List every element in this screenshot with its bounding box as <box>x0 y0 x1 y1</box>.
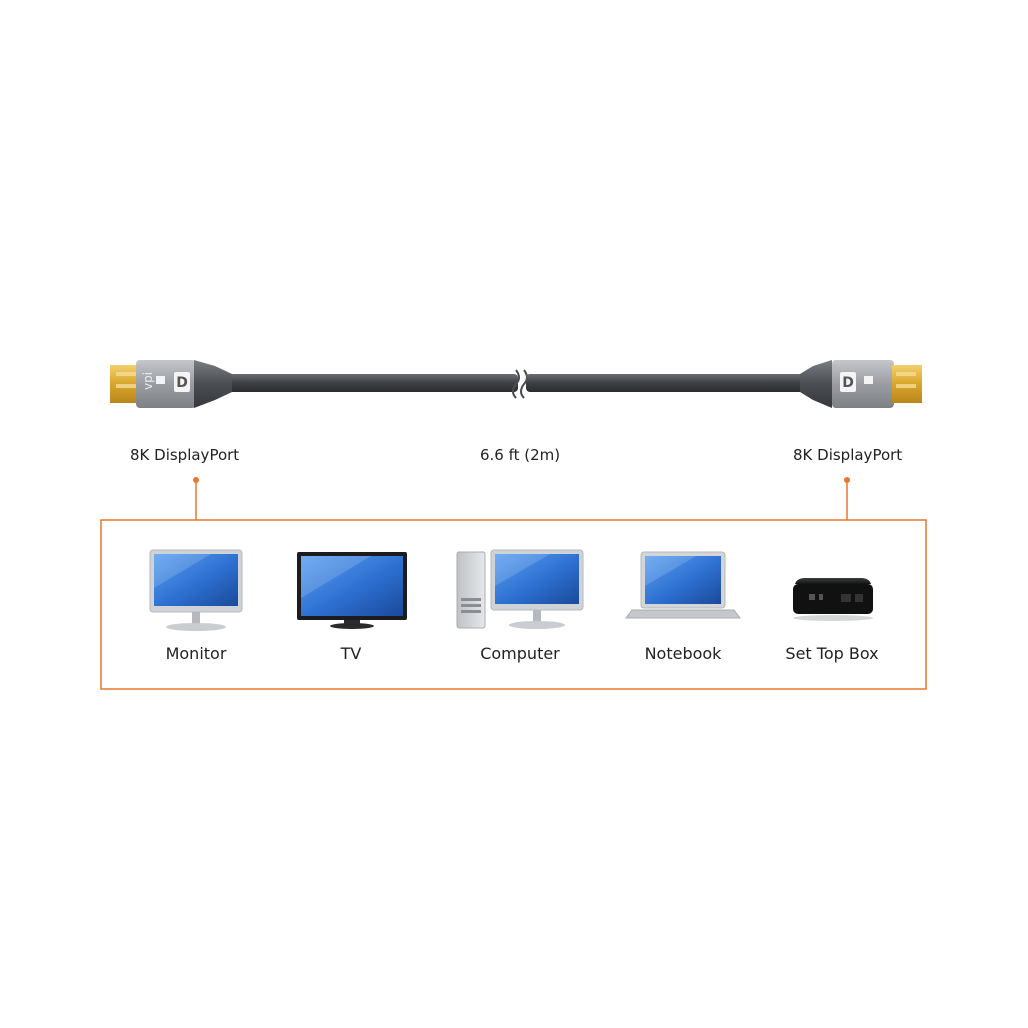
svg-text:D: D <box>842 375 854 391</box>
device-notebook: Notebook <box>608 548 758 668</box>
device-label: TV <box>340 644 362 663</box>
computer-icon <box>456 549 584 629</box>
device-label: Set Top Box <box>785 644 879 663</box>
device-computer: Computer <box>445 548 595 668</box>
device-label: Computer <box>480 644 560 663</box>
leader-dot-right <box>844 477 850 483</box>
left-connector: D vpi <box>110 360 232 408</box>
tv-icon <box>297 552 407 629</box>
leader-dot-left <box>193 477 199 483</box>
right-connector: D <box>800 360 922 408</box>
svg-text:D: D <box>176 375 188 391</box>
cable-segment-left <box>226 374 518 392</box>
device-label: Monitor <box>165 644 227 663</box>
device-set-top-box: Set Top Box <box>757 548 907 668</box>
connector-boot <box>194 360 232 408</box>
device-monitor: Monitor <box>121 548 271 668</box>
device-label: Notebook <box>644 644 722 663</box>
left-connector-label: 8K DisplayPort <box>130 446 240 464</box>
right-connector-label: 8K DisplayPort <box>793 446 903 464</box>
connector-boot <box>800 360 832 408</box>
svg-text:vpi: vpi <box>141 372 155 390</box>
notebook-icon <box>625 551 741 619</box>
cable-segment-right <box>526 374 806 392</box>
device-tv: TV <box>276 548 426 668</box>
cable-break-mark <box>512 369 520 399</box>
monitor-icon <box>149 549 243 631</box>
cable-length-label: 6.6 ft (2m) <box>480 446 561 464</box>
cable-break-mark <box>520 369 528 399</box>
set-top-box-icon <box>793 578 873 621</box>
device-frame <box>100 519 927 690</box>
